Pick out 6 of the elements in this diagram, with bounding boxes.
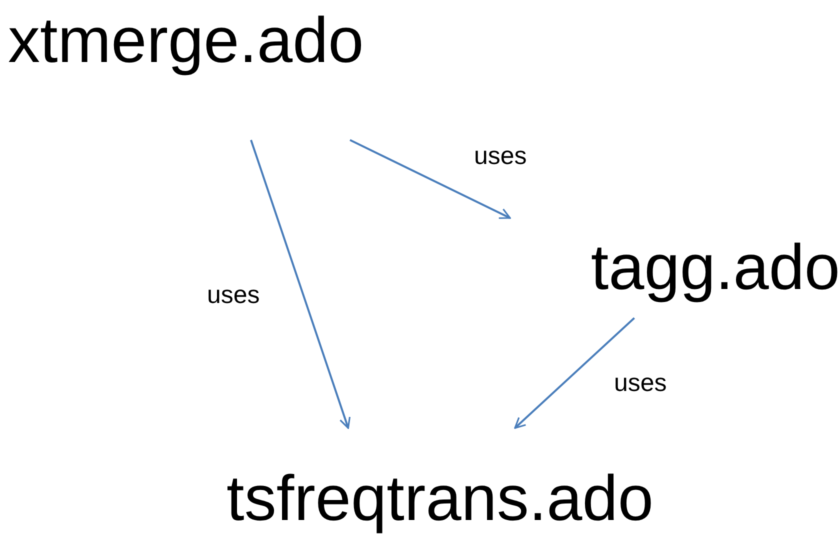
arrow (350, 139, 511, 219)
arrow (250, 140, 351, 429)
file-name: tagg.ado (590, 231, 840, 305)
file-name: tsfreqtrans.ado (226, 462, 654, 536)
file-name: xtmerge.ado (8, 4, 364, 78)
arrow (514, 317, 635, 429)
